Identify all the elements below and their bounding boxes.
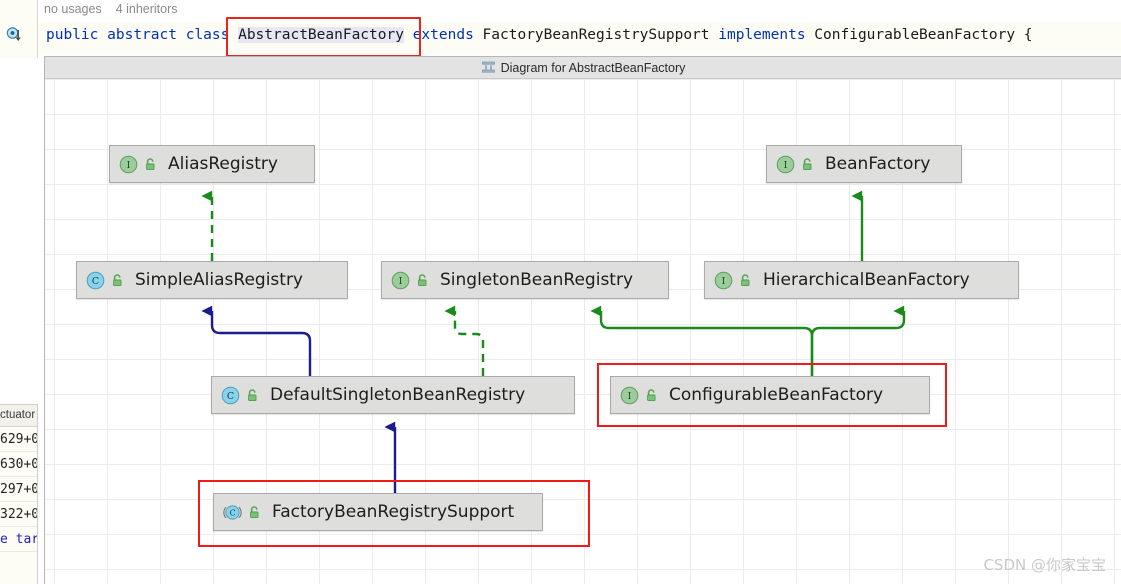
node-icons: I (391, 271, 430, 290)
public-unlock-icon (415, 273, 430, 288)
node-label: SingletonBeanRegistry (440, 270, 634, 290)
svg-text:I: I (127, 160, 131, 171)
public-unlock-icon (800, 157, 815, 172)
class-icon: C (86, 271, 105, 290)
node-icons: I (714, 271, 753, 290)
edge-defaultsingleton-singletonbeanregistry (444, 305, 485, 376)
inlay-hints[interactable]: no usages 4 inheritors (44, 2, 178, 20)
node-icons: C (221, 386, 260, 405)
left-panel-header: ctuator (0, 405, 37, 427)
node-label: DefaultSingletonBeanRegistry (270, 385, 526, 405)
code-token (404, 27, 413, 43)
node-icons: C (86, 271, 125, 290)
code-token: public (46, 27, 99, 43)
left-panel-row: 297+0 (0, 477, 37, 502)
code-line[interactable]: public abstract class AbstractBeanFactor… (38, 22, 1121, 54)
diagram-canvas[interactable]: AliasRegistry (dashed green) --> BeanFac… (45, 79, 1121, 584)
diagram-node-defaultsingletonbeanregistry[interactable]: C DefaultSingletonBeanRegistry (211, 376, 575, 414)
public-unlock-icon (644, 388, 659, 403)
public-unlock-icon (143, 157, 158, 172)
inlay-hint-inheritors[interactable]: 4 inheritors (115, 2, 178, 16)
code-token: class (185, 27, 230, 43)
interface-icon: I (620, 386, 639, 405)
diagram-icon (481, 61, 495, 74)
abstract-class-icon: C (223, 503, 242, 522)
diagram-node-singletonbeanregistry[interactable]: I SingletonBeanRegistry (381, 261, 669, 299)
svg-text:I: I (784, 160, 788, 171)
svg-text:C: C (229, 508, 235, 517)
diagram-node-factorybeanregistrysupport[interactable]: C FactoryBeanRegistrySupport (213, 493, 543, 531)
edge-configurablebeanfactory-hierarchicalbeanfactory (810, 305, 906, 376)
public-unlock-icon (247, 505, 262, 520)
inlay-hint-usages[interactable]: no usages (44, 2, 102, 16)
code-declaration: public abstract class AbstractBeanFactor… (46, 27, 1033, 43)
code-token: abstract (107, 27, 177, 43)
diagram-popup: Diagram for AbstractBeanFactory AliasReg… (44, 56, 1121, 584)
diagram-title-bar: Diagram for AbstractBeanFactory (45, 57, 1121, 79)
diagram-node-simplealiasregistry[interactable]: C SimpleAliasRegistry (76, 261, 348, 299)
node-icons: I (119, 155, 158, 174)
code-token: extends (412, 27, 474, 43)
code-token: implements (718, 27, 806, 43)
code-token (229, 27, 238, 43)
interface-icon: I (714, 271, 733, 290)
diagram-edges: AliasRegistry (dashed green) --> BeanFac… (201, 190, 906, 493)
diagram-node-beanfactory[interactable]: I BeanFactory (766, 145, 962, 183)
interface-icon: I (391, 271, 410, 290)
highlight-box-factorybeanregistrysupport (198, 480, 590, 547)
edge-defaultsingleton-simplealiasregistry (201, 305, 312, 376)
code-token: FactoryBeanRegistrySupport (473, 27, 719, 43)
diagram-node-configurablebeanfactory[interactable]: I ConfigurableBeanFactory (610, 376, 930, 414)
diagram-node-aliasregistry[interactable]: I AliasRegistry (109, 145, 315, 183)
diagram-title-text: Diagram for AbstractBeanFactory (500, 60, 686, 75)
public-unlock-icon (738, 273, 753, 288)
node-label: SimpleAliasRegistry (135, 270, 303, 290)
svg-text:I: I (399, 276, 403, 287)
svg-text:C: C (227, 391, 234, 402)
interface-icon: I (776, 155, 795, 174)
svg-text:I: I (722, 276, 726, 287)
left-panel-row: 629+0 (0, 427, 37, 452)
public-unlock-icon (110, 273, 125, 288)
code-token (98, 27, 107, 43)
code-token: ConfigurableBeanFactory { (805, 27, 1033, 43)
node-icons: C (223, 503, 262, 522)
svg-text:I: I (628, 391, 632, 402)
node-label: BeanFactory (825, 154, 931, 174)
svg-text:C: C (92, 276, 99, 287)
left-panel-row: 322+0 (0, 502, 37, 527)
node-label: HierarchicalBeanFactory (763, 270, 970, 290)
code-token: AbstractBeanFactory (238, 27, 404, 43)
node-icons: I (620, 386, 659, 405)
left-panel-row: 630+0 (0, 452, 37, 477)
highlight-box-configurablebeanfactory (597, 363, 947, 427)
diagram-node-hierarchicalbeanfactory[interactable]: I HierarchicalBeanFactory (704, 261, 1019, 299)
node-label: AliasRegistry (168, 154, 278, 174)
interface-icon: I (119, 155, 138, 174)
node-icons: I (776, 155, 815, 174)
code-token (177, 27, 186, 43)
editor-gutter (0, 0, 38, 58)
class-icon: C (221, 386, 240, 405)
public-unlock-icon (245, 388, 260, 403)
implemented-method-icon[interactable] (6, 27, 24, 45)
watermark: CSDN @你家宝宝 (983, 556, 1106, 574)
left-panel-row: e tar (0, 527, 37, 552)
node-label: ConfigurableBeanFactory (669, 385, 884, 405)
node-label: FactoryBeanRegistrySupport (272, 502, 515, 522)
